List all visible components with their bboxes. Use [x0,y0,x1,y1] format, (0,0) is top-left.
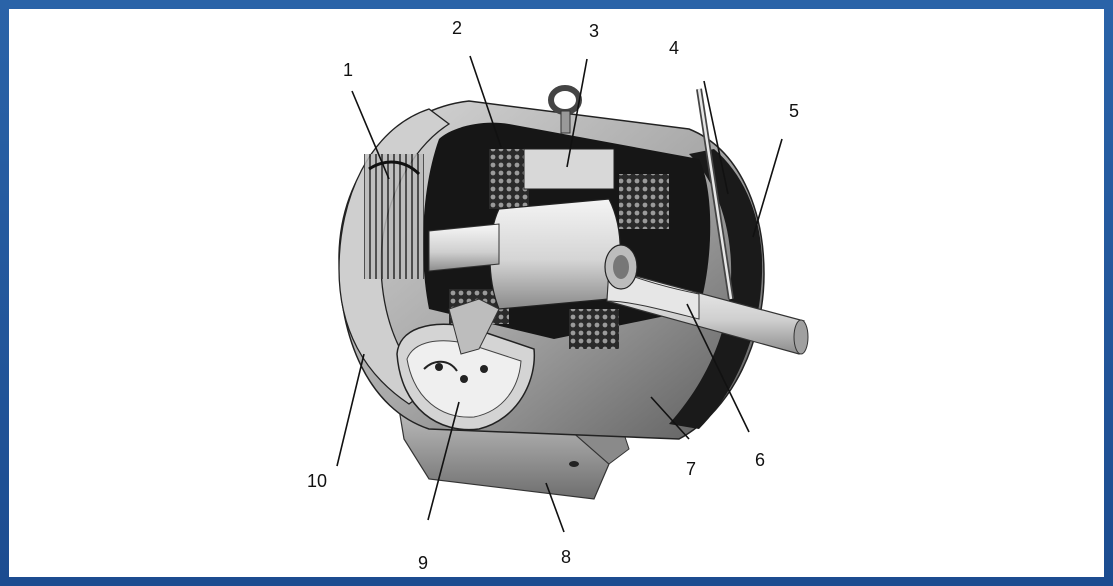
leader-7 [650,396,690,440]
callout-5: 5 [789,101,799,121]
leader-5 [752,138,783,238]
callout-3: 3 [589,21,599,41]
leader-6 [686,303,750,433]
leader-3 [566,58,588,168]
stator-windings [449,149,669,349]
leader-4 [703,80,729,195]
leader-8 [545,482,565,533]
callout-7: 7 [686,459,696,479]
tie-rod [696,88,734,300]
terminal-box [396,298,536,431]
callout-2: 2 [452,18,462,38]
leader-1 [351,90,390,180]
callout-10: 10 [307,471,327,491]
callout-8: 8 [561,547,571,567]
leader-2 [469,55,502,148]
callout-leaders [336,55,783,533]
callout-4: 4 [669,38,679,58]
leader-10 [336,353,365,467]
rotor [489,198,621,310]
callout-labels: 1 2 3 4 5 6 7 8 9 10 [307,18,799,573]
callout-6: 6 [755,450,765,470]
bearing [604,244,638,290]
leader-9 [427,401,460,521]
callout-1: 1 [343,60,353,80]
figure-panel: 1 2 3 4 5 6 7 8 9 10 [9,9,1104,577]
motor-cutaway-diagram: 1 2 3 4 5 6 7 8 9 10 [307,18,809,573]
callout-9: 9 [418,553,428,573]
